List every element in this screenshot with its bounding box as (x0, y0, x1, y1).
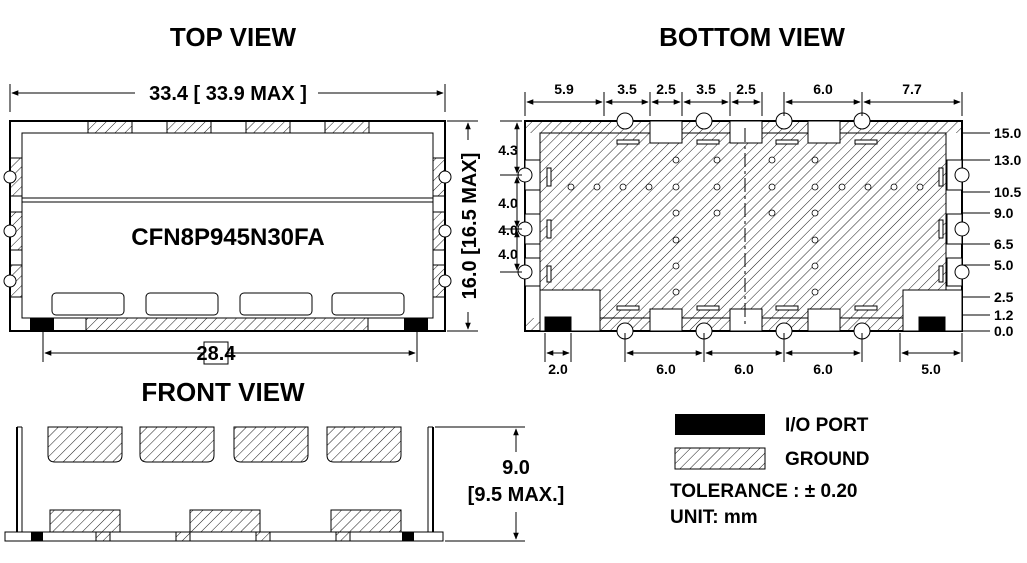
top-width-dimension: 33.4 [ 33.9 MAX ] (149, 83, 307, 105)
front-view-title: FRONT VIEW (141, 377, 305, 407)
bottom-left-dim-0: 4.3 (498, 142, 518, 158)
bottom-right-dim-1: 13.0 (994, 152, 1021, 168)
io-port-swatch (675, 414, 765, 435)
bottom-right-dim-2: 10.5 (994, 184, 1021, 200)
ground-label: GROUND (785, 449, 869, 470)
bottom-top-dim-3: 3.5 (696, 81, 716, 97)
bottom-left-dim-1: 4.0 (498, 195, 518, 211)
bottom-top-dim-4: 2.5 (736, 81, 756, 97)
front-height-max: [9.5 MAX.] (468, 484, 565, 506)
bottom-view: 5.9 3.5 2.5 3.5 2.5 6.0 7.7 4.3 4.0 4.0 … (498, 81, 1021, 377)
bottom-right-dim-0: 15.0 (994, 125, 1021, 141)
tolerance-label: TOLERANCE : ± 0.20 (670, 481, 857, 502)
bottom-right-dim-7: 1.2 (994, 307, 1014, 323)
bottom-top-dim-6: 7.7 (902, 81, 922, 97)
bottom-right-dim-6: 2.5 (994, 289, 1014, 305)
bottom-bottom-dim-0: 2.0 (548, 361, 568, 377)
unit-label: UNIT: mm (670, 507, 758, 528)
top-height-dimension: 16.0 [16.5 MAX] (459, 153, 481, 300)
bottom-right-dim-8: 0.0 (994, 323, 1014, 339)
bottom-top-dim-0: 5.9 (554, 81, 574, 97)
legend: I/O PORT GROUND TOLERANCE : ± 0.20 UNIT:… (670, 414, 869, 528)
bottom-top-dim-2: 2.5 (656, 81, 676, 97)
bottom-right-dim-3: 9.0 (994, 205, 1014, 221)
bottom-top-dim-1: 3.5 (617, 81, 637, 97)
bottom-right-dim-4: 6.5 (994, 236, 1014, 252)
bottom-view-title: BOTTOM VIEW (659, 22, 845, 52)
bottom-left-dim-3: 4.0 (498, 246, 518, 262)
bottom-right-dim-5: 5.0 (994, 257, 1014, 273)
bottom-top-dim-5: 6.0 (813, 81, 833, 97)
part-number-label: CFN8P945N30FA (131, 224, 324, 251)
bottom-bottom-dim-2: 6.0 (734, 361, 754, 377)
front-view: 9.0 [9.5 MAX.] (4, 426, 565, 542)
bottom-bottom-dim-1: 6.0 (656, 361, 676, 377)
top-view: 33.4 [ 33.9 MAX ] (3, 83, 481, 365)
bottom-bottom-dim-3: 6.0 (813, 361, 833, 377)
io-spacing-dimension: 28.4 (197, 343, 237, 365)
io-port-label: I/O PORT (785, 415, 869, 436)
bottom-bottom-dim-4: 5.0 (921, 361, 941, 377)
front-height-dimension: 9.0 (502, 457, 530, 479)
bottom-left-dim-2: 4.0 (498, 222, 518, 238)
ground-swatch (674, 447, 766, 470)
top-view-title: TOP VIEW (170, 22, 297, 52)
